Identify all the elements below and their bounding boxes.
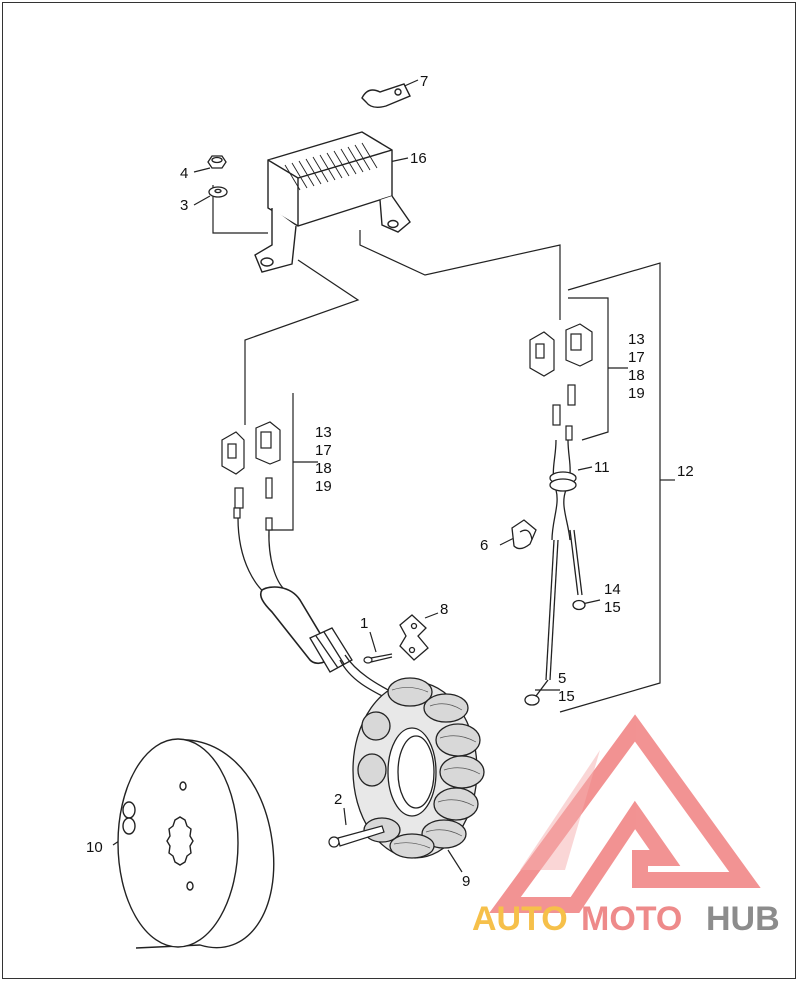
wordmark-auto: AUTO — [472, 900, 568, 938]
connector-terminals-left — [221, 421, 281, 531]
right-group-18: 18 — [628, 367, 645, 384]
callout-14: 14 — [604, 581, 621, 598]
callout-labels: 7 16 4 3 13 17 18 19 13 17 18 19 11 12 6… — [86, 73, 694, 890]
cable-clip-part-6 — [511, 519, 537, 550]
wordmark-hub: HUB — [706, 900, 780, 938]
automotohub-logo — [489, 714, 761, 913]
callout-15b: 15 — [558, 688, 575, 705]
callout-12: 12 — [677, 463, 694, 480]
bolt-part-2 — [328, 825, 385, 848]
leader-lines — [112, 79, 675, 873]
nut-part-4 — [207, 155, 227, 169]
callout-5: 5 — [558, 670, 566, 687]
grommet-part-11 — [549, 439, 577, 541]
ground-wire-part-5 — [524, 539, 559, 706]
washer-part-3 — [208, 186, 228, 198]
retainer-plate-part-8 — [399, 614, 429, 661]
automotohub-wordmark: AUTO MOTO HUB — [472, 900, 780, 938]
screw-part-1 — [363, 653, 393, 664]
callout-4: 4 — [180, 165, 188, 182]
clip-part-7 — [361, 83, 411, 109]
ring-terminal-part-14 — [569, 529, 586, 611]
callout-1: 1 — [360, 615, 368, 632]
callout-10: 10 — [86, 839, 103, 856]
right-group-19: 19 — [628, 385, 645, 402]
left-group-17: 17 — [315, 442, 332, 459]
stator-part-9 — [352, 677, 485, 859]
rotor-part-10 — [117, 738, 275, 949]
right-group-13: 13 — [628, 331, 645, 348]
voltage-regulator-part-16 — [254, 131, 411, 273]
right-group-17: 17 — [628, 349, 645, 366]
callout-7: 7 — [420, 73, 428, 90]
left-group-19: 19 — [315, 478, 332, 495]
callout-9: 9 — [462, 873, 470, 890]
stator-wiring-harness — [237, 517, 397, 701]
left-group-13: 13 — [315, 424, 332, 441]
callout-3: 3 — [180, 197, 188, 214]
callout-15a: 15 — [604, 599, 621, 616]
callout-6: 6 — [480, 537, 488, 554]
callout-11: 11 — [594, 459, 610, 476]
wordmark-moto: MOTO — [581, 900, 682, 938]
connector-terminals-right — [529, 323, 593, 441]
callout-16: 16 — [410, 150, 427, 167]
callout-8: 8 — [440, 601, 448, 618]
callout-2: 2 — [334, 791, 342, 808]
left-group-18: 18 — [315, 460, 332, 477]
